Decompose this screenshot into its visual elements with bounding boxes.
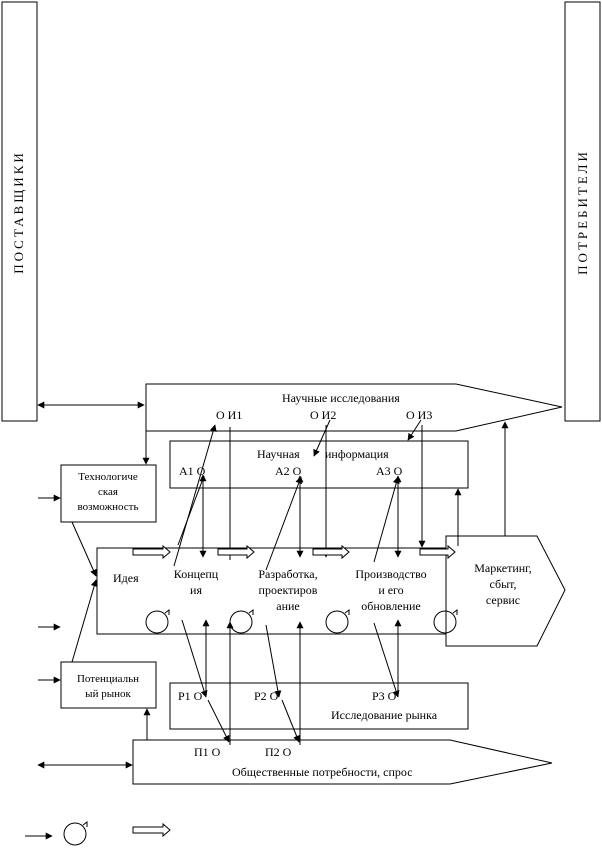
stage-development-3: ание xyxy=(276,599,300,613)
p2-to-n2-arrow xyxy=(281,699,300,743)
market-research-label: Исследование рынка xyxy=(331,708,438,722)
suppliers-box: ПОСТАВЩИКИ xyxy=(1,1,38,422)
loop-icon xyxy=(433,609,458,634)
market-research-box: Р1 О Р2 О Р3 О Исследование рынка xyxy=(169,682,469,730)
loop-icon xyxy=(145,609,170,634)
production-to-a3-arrow xyxy=(373,476,400,563)
stage-idea: Идея xyxy=(113,571,139,585)
stage-production-3: обновление xyxy=(361,599,421,613)
tech-label-3: возможность xyxy=(78,501,139,513)
scientific-info-box: Научная информация А1 О А2 О А3 О xyxy=(169,440,469,489)
marketing-label-3: сервис xyxy=(486,593,520,607)
legend-loop-icon xyxy=(63,821,88,846)
needs-arrow: П1 О П2 О Общественные потребности, спро… xyxy=(132,739,553,785)
market-to-idea-arrow xyxy=(71,579,98,663)
potential-label-1: Потенциальн xyxy=(77,673,139,685)
production-to-p3-arrow xyxy=(373,622,400,698)
research-label: Научные исследования xyxy=(282,391,400,405)
needs-label: Общественные потребности, спрос xyxy=(232,765,413,779)
potential-market-box: Потенциальн ый рынок xyxy=(60,661,157,709)
consumers-box: ПОТРЕБИТЕЛИ xyxy=(564,1,601,422)
marketing-label-1: Маркетинг, xyxy=(474,561,532,575)
flow-arrow-1 xyxy=(132,544,171,560)
market-point-p1: Р1 О xyxy=(178,689,203,703)
needs-point-n2: П2 О xyxy=(265,745,292,759)
suppliers-label: ПОСТАВЩИКИ xyxy=(11,150,26,274)
i3-to-info-arrow xyxy=(407,419,422,441)
tech-to-idea-arrow xyxy=(71,521,97,577)
development-to-p2-arrow xyxy=(265,624,282,698)
needs-point-n1: П1 О xyxy=(194,745,221,759)
development-to-a2-arrow xyxy=(265,476,303,571)
loop-icon xyxy=(325,609,350,634)
i2-to-info-arrow xyxy=(313,419,331,457)
tech-label-2: ская xyxy=(98,486,118,498)
feedback-loops xyxy=(145,609,458,634)
info-label-left: Научная xyxy=(257,447,300,461)
info-point-a2: А2 О xyxy=(275,464,302,478)
flow-arrow-3 xyxy=(312,544,350,560)
info-point-a1: А1 О xyxy=(179,464,206,478)
stage-concept-1: Концепц xyxy=(174,567,219,581)
stage-production-2: и его xyxy=(378,583,403,597)
research-point-i2: О И2 xyxy=(310,408,336,422)
stage-concept-2: ия xyxy=(190,583,202,597)
research-arrow: Научные исследования О И1 О И2 О И3 xyxy=(145,383,563,432)
tech-label-1: Технологиче xyxy=(78,471,138,483)
stage-development-1: Разработка, xyxy=(258,567,317,581)
market-point-p2: Р2 О xyxy=(254,689,279,703)
market-point-p3: Р3 О xyxy=(372,689,397,703)
research-point-i3: О И3 xyxy=(406,408,432,422)
stage-development-2: проектиров xyxy=(259,583,318,597)
research-point-i1: О И1 xyxy=(216,408,242,422)
stages-box: Идея Концепц ия Разработка, проектиров а… xyxy=(96,547,447,635)
tech-possibility-box: Технологиче ская возможность xyxy=(60,464,157,523)
marketing-arrow: Маркетинг, сбыт, сервис xyxy=(445,535,566,647)
concept-to-i1-arrow xyxy=(173,424,217,567)
flow-arrow-2 xyxy=(217,544,255,560)
legend xyxy=(25,821,171,846)
loop-icon xyxy=(229,609,254,634)
p1-to-n1-arrow xyxy=(207,699,230,743)
flow-arrows xyxy=(132,544,456,560)
info-point-a3: А3 О xyxy=(376,464,403,478)
a1-link xyxy=(177,475,205,546)
connectors xyxy=(37,401,509,769)
marketing-label-2: сбыт, xyxy=(490,577,517,591)
legend-flow-arrow-icon xyxy=(132,822,171,838)
consumers-label: ПОТРЕБИТЕЛИ xyxy=(575,149,590,275)
potential-label-2: ый рынок xyxy=(85,688,131,700)
flow-arrow-4 xyxy=(419,544,456,560)
concept-to-p1-arrow xyxy=(181,619,208,698)
stage-production-1: Производство xyxy=(355,567,426,581)
info-label-right: информация xyxy=(325,447,389,461)
